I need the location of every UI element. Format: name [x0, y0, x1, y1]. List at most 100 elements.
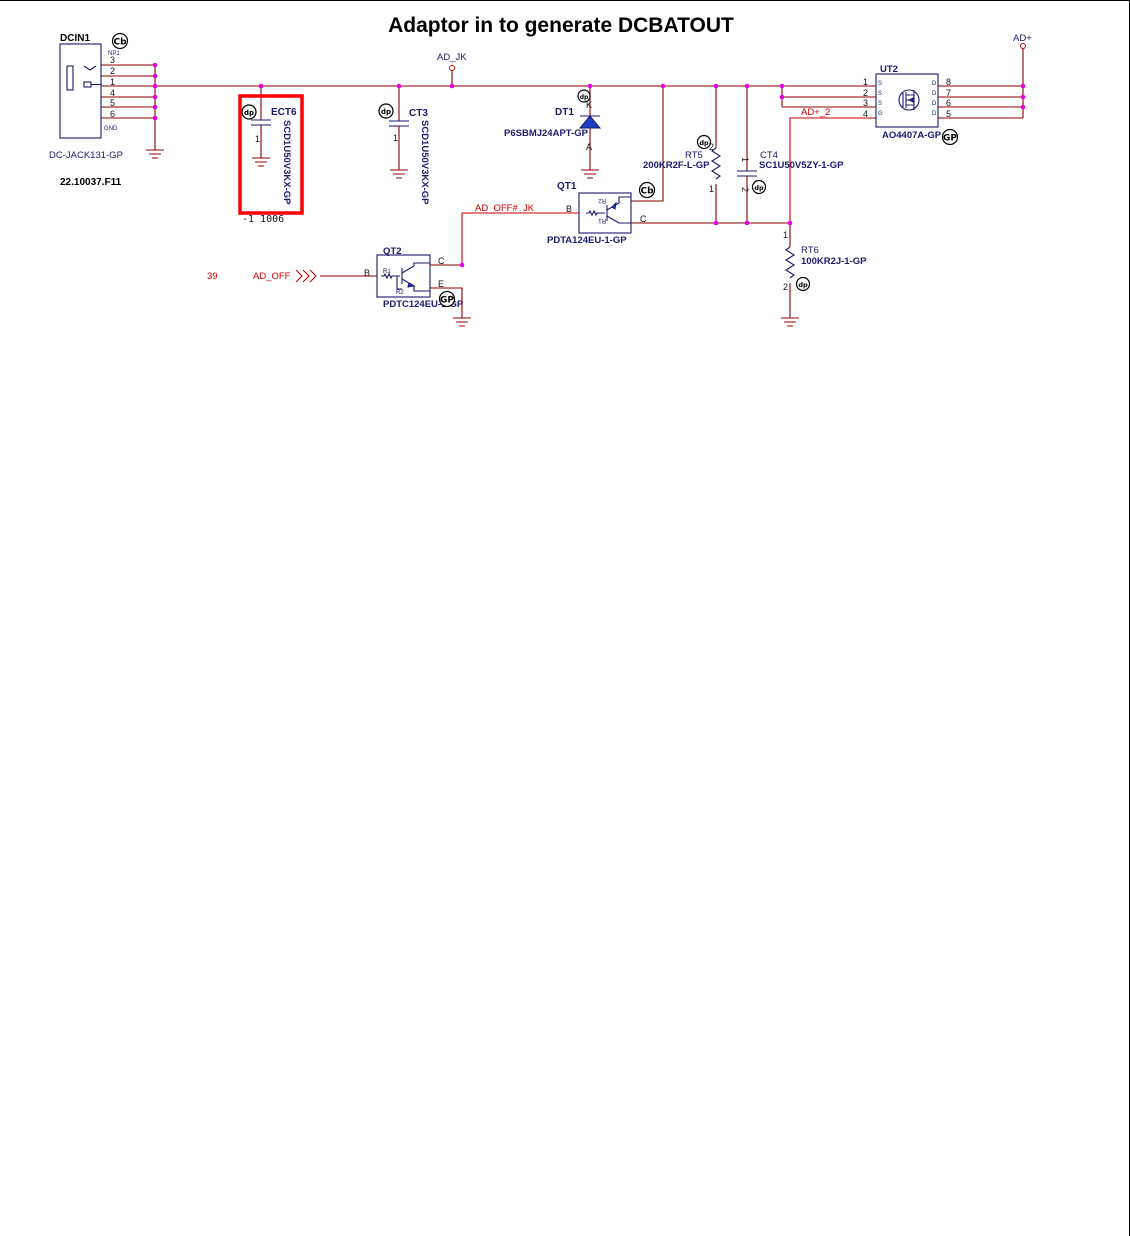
svg-text:Cb: Cb [113, 38, 127, 48]
svg-text:dp: dp [699, 139, 709, 147]
ground-symbol-dt1 [581, 169, 599, 179]
ground-symbol-rt6 [781, 317, 799, 327]
junction-dot [713, 83, 719, 89]
rt5-pin-1: 1 [709, 184, 714, 194]
qt2-r2-label: R2 [396, 290, 404, 296]
qt1-part: PDTA124EU-1-GP [547, 235, 627, 246]
ut2-badge: GP [941, 128, 959, 146]
ut2-pin-7: 7 [946, 88, 951, 98]
svg-text:dp: dp [580, 94, 589, 101]
transistor-qt1[interactable]: QT1 PDTA124EU-1-GP B C R2 R1 Cb [547, 181, 656, 246]
connector-pin-wires [101, 64, 155, 119]
junction-dot [779, 94, 785, 100]
ut2-pin-3: 3 [863, 98, 868, 108]
connector-gnd-pin-label: GND [104, 126, 118, 132]
connector-dcin1[interactable]: DCIN1 DC-JACK131-GP 22.10037.F11 GND NP1… [49, 32, 156, 188]
connector-pin-1: 1 [110, 77, 115, 87]
rt6-ref: RT6 [801, 245, 819, 256]
net-ad-jk: AD_JK [437, 52, 467, 86]
qt1-ref: QT1 [557, 181, 577, 192]
net-ad-off-label: AD_OFF [253, 271, 291, 282]
ct3-pin-1: 1 [393, 133, 398, 143]
junction-dot [152, 115, 158, 121]
junction-dot [459, 262, 465, 268]
junction-dot [152, 104, 158, 110]
ground-symbol-qt2 [453, 317, 471, 327]
wire-qt2-emitter [430, 287, 463, 318]
rt5-badge: dp [696, 134, 712, 150]
dt1-pin-k: K [586, 100, 592, 110]
ut2-pin-stubs [870, 85, 952, 119]
qt2-pin-c: C [438, 256, 445, 266]
dt1-badge: dp [577, 89, 591, 103]
ct4-pin-1: 1 [740, 157, 750, 162]
ut2-pin-6: 6 [946, 98, 951, 108]
svg-text:Cb: Cb [640, 187, 654, 197]
ground-symbol-ct3 [390, 169, 408, 179]
junction-dot [744, 83, 750, 89]
ect6-ref: ECT6 [271, 107, 297, 118]
highlight-box-ect6 [238, 94, 304, 215]
junction-dot [1020, 94, 1026, 100]
ut2-pin-label-d8: D [932, 81, 937, 87]
qt2-emitter-collector [401, 265, 415, 287]
junction-dot [713, 220, 719, 226]
transistor-qt2[interactable]: QT2 PDTC124EU-1-GP B C E R1 R2 GP [364, 246, 464, 310]
rt5-ref: RT5 [685, 150, 703, 161]
qt2-base-resistor [381, 272, 400, 280]
resistor-rt5[interactable]: 2 1 RT5 200KR2F-L-GP dp [643, 86, 722, 223]
qt1-r2-label: R2 [598, 197, 606, 203]
dt1-part: P6SBMJ24APT-GP [504, 128, 589, 139]
junction-dot [587, 83, 593, 89]
ut2-pin-label-d5: D [932, 111, 937, 117]
dt1-pin-a: A [586, 142, 592, 152]
connector-pin-5: 5 [110, 98, 115, 108]
connector-code: 22.10037.F11 [60, 177, 122, 188]
ct4-pin-2: 2 [740, 187, 750, 192]
junction-dot [744, 220, 750, 226]
ect6-pin-1: 1 [255, 134, 260, 144]
connector-badge: Cb [111, 32, 129, 50]
net-ad-plus: AD+ [1013, 33, 1032, 49]
connector-part: DC-JACK131-GP [49, 150, 123, 161]
capacitor-ct3[interactable]: 1 CT3 SCD1U50V3KX-GP dp [378, 86, 430, 205]
qt1-pin-c: C [640, 214, 647, 224]
junction-dot [779, 83, 785, 89]
svg-text:GP: GP [440, 296, 454, 306]
diagram-title: Adaptor in to generate DCBATOUT [388, 14, 734, 37]
net-ad-plus-label: AD+ [1013, 33, 1032, 44]
ct4-ref: CT4 [760, 150, 778, 161]
qt2-pin-e: E [438, 279, 444, 289]
ut2-body [875, 73, 939, 128]
ut2-pin-4: 4 [863, 109, 868, 119]
capacitor-plates [251, 119, 271, 126]
svg-text:dp: dp [798, 281, 808, 289]
capacitor-ct4[interactable]: 1 2 CT4 SC1U50V5ZY-1-GP dp [737, 86, 844, 223]
ground-symbol-ect6 [252, 157, 270, 167]
ut2-ref: UT2 [880, 64, 898, 75]
rt5-part: 200KR2F-L-GP [643, 160, 710, 171]
junction-dot [1020, 104, 1026, 110]
qt2-pin-b: B [364, 268, 370, 278]
offpage-connector-arrows [295, 269, 317, 283]
junction-dot [152, 62, 158, 68]
qt1-base-resistor [586, 209, 605, 217]
qt2-emitter-arrow [407, 282, 416, 288]
mosfet-ut2[interactable]: UT2 AO4407A-GP 1 2 3 4 S S S G 8 7 6 5 D… [863, 64, 959, 146]
qt1-badge: Cb [638, 181, 656, 199]
diode-dt1[interactable]: K A DT1 P6SBMJ24APT-GP dp [504, 86, 602, 179]
capacitor-ect6[interactable]: 1 ECT6 SCD1U50V3KX-GP -1 1006 dp [238, 86, 304, 225]
junction-dots [152, 62, 1026, 268]
wire-ut2-drain-bus [952, 47, 1024, 119]
connector-socket [66, 65, 74, 91]
diode-triangle [578, 115, 602, 129]
net-ad-off[interactable]: 39 AD_OFF [207, 269, 377, 283]
ect6-note: -1 1006 [242, 214, 284, 225]
resistor-rt6[interactable]: 1 2 RT6 100KR2J-1-GP dp [781, 223, 867, 327]
ct3-ref: CT3 [409, 108, 428, 119]
svg-text:dp: dp [244, 109, 254, 117]
rt6-pin-1: 1 [783, 230, 788, 240]
ct3-badge: dp [378, 103, 394, 119]
connector-pin-2: 2 [110, 66, 115, 76]
